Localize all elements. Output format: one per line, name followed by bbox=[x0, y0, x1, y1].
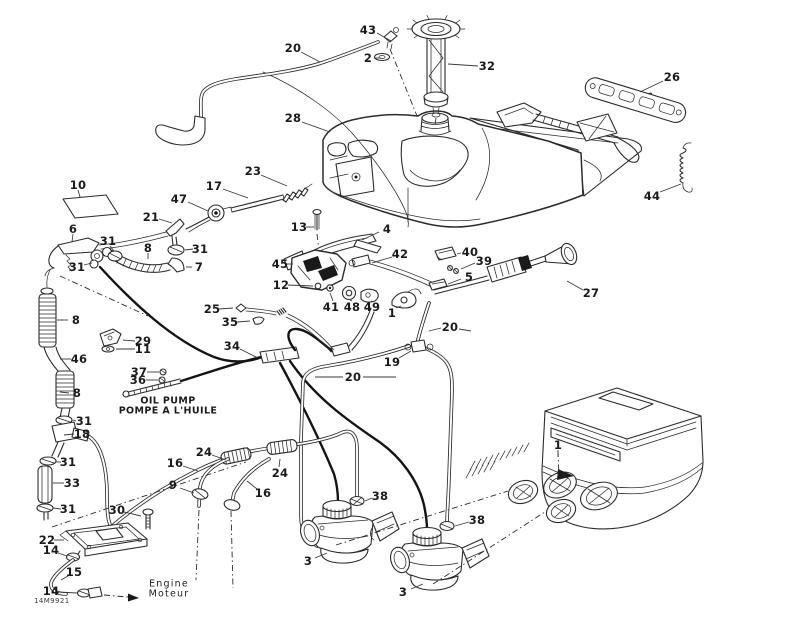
oil-injection-lines bbox=[278, 359, 429, 531]
leader-line-38 bbox=[454, 521, 470, 527]
leader-line-40 bbox=[456, 252, 462, 255]
vent-hose bbox=[155, 40, 409, 228]
leader-line-31 bbox=[83, 262, 93, 266]
oil-pump-label: OIL PUMP POMPE A L'HUILE bbox=[118, 395, 218, 416]
leader-line-31 bbox=[184, 248, 194, 251]
leader-line-6 bbox=[71, 233, 74, 243]
figure-code: 14M9921 bbox=[34, 597, 70, 605]
fuel-pump bbox=[49, 508, 154, 602]
valve-filter-stack bbox=[36, 415, 113, 529]
leader-line-20 bbox=[300, 51, 321, 63]
decal bbox=[62, 194, 119, 219]
leader-line-31 bbox=[109, 245, 115, 252]
connector-parts bbox=[428, 246, 459, 291]
oil-pump-label-fr: POMPE A L'HUILE bbox=[118, 405, 218, 416]
leader-line-35 bbox=[236, 320, 251, 323]
engine-label-fr: Moteur bbox=[148, 588, 190, 599]
engine-label-en: Engine bbox=[149, 578, 189, 590]
leader-line-12 bbox=[287, 284, 314, 287]
leader-line-19 bbox=[398, 350, 412, 359]
junction-bracket bbox=[44, 237, 171, 317]
leader-line-1 bbox=[395, 305, 402, 309]
leader-line-41 bbox=[329, 292, 334, 302]
throttle-cable-assembly bbox=[98, 183, 313, 273]
leader-line-31 bbox=[72, 419, 77, 422]
leader-line-15 bbox=[60, 575, 69, 581]
leader-line-16 bbox=[182, 465, 199, 472]
leader-line-42 bbox=[371, 256, 393, 264]
oil-hose-column bbox=[38, 269, 75, 419]
leader-line-4 bbox=[361, 231, 380, 241]
fuel-gauge-cap bbox=[406, 15, 466, 127]
leader-line-26 bbox=[639, 80, 664, 93]
leader-line-25 bbox=[218, 307, 234, 310]
leader-line-32 bbox=[447, 63, 479, 67]
leader-lines bbox=[52, 32, 682, 594]
leader-line-28 bbox=[301, 121, 331, 133]
leader-line-16 bbox=[246, 480, 258, 490]
clip-bracket bbox=[99, 328, 122, 353]
leader-line-39 bbox=[460, 262, 476, 270]
leader-line-48 bbox=[349, 299, 353, 302]
leader-line-49 bbox=[370, 300, 375, 303]
oil-pump-label-en: OIL PUMP bbox=[140, 395, 196, 407]
leader-line-29 bbox=[122, 339, 136, 342]
pump-throttle-cable bbox=[235, 303, 335, 353]
leader-line-47 bbox=[187, 201, 209, 212]
leader-line-9 bbox=[179, 487, 195, 494]
leader-line-20 bbox=[458, 328, 472, 332]
leader-line-8 bbox=[59, 391, 70, 394]
bracket-plate bbox=[584, 77, 687, 123]
leader-line-18 bbox=[63, 433, 75, 436]
leader-line-24 bbox=[211, 454, 227, 461]
air-silencer bbox=[335, 387, 704, 585]
leader-line-20 bbox=[428, 327, 442, 332]
leader-line-43 bbox=[376, 32, 392, 42]
pump-cable bbox=[98, 265, 375, 398]
oil-pump-assembly bbox=[283, 208, 437, 309]
leader-line-21 bbox=[158, 218, 173, 224]
leader-line-27 bbox=[566, 280, 584, 291]
vent-hose-network bbox=[299, 301, 454, 548]
fuel-tank bbox=[322, 110, 584, 228]
leader-line-3 bbox=[410, 583, 424, 590]
leader-line-44 bbox=[659, 183, 682, 193]
leader-line-24 bbox=[278, 458, 281, 468]
carburetor-2 bbox=[389, 520, 490, 591]
leader-line-3 bbox=[314, 552, 328, 559]
leader-line-14 bbox=[57, 591, 78, 594]
vent-fitting bbox=[373, 27, 418, 117]
leader-line-5 bbox=[447, 278, 462, 285]
leader-line-17 bbox=[222, 188, 249, 199]
fuel-hose-network bbox=[51, 429, 359, 589]
leader-line-23 bbox=[260, 174, 288, 187]
engine-label: Engine Moteur bbox=[148, 578, 190, 599]
leader-line-30 bbox=[123, 511, 142, 517]
leader-line-10 bbox=[77, 189, 81, 198]
leader-line-34 bbox=[239, 348, 259, 359]
primer-pump bbox=[433, 242, 578, 295]
leader-line-38 bbox=[364, 497, 373, 502]
spring bbox=[679, 142, 693, 193]
carburetor-1 bbox=[299, 495, 400, 564]
leader-line-14 bbox=[57, 552, 68, 557]
leader-line-31 bbox=[52, 507, 62, 510]
